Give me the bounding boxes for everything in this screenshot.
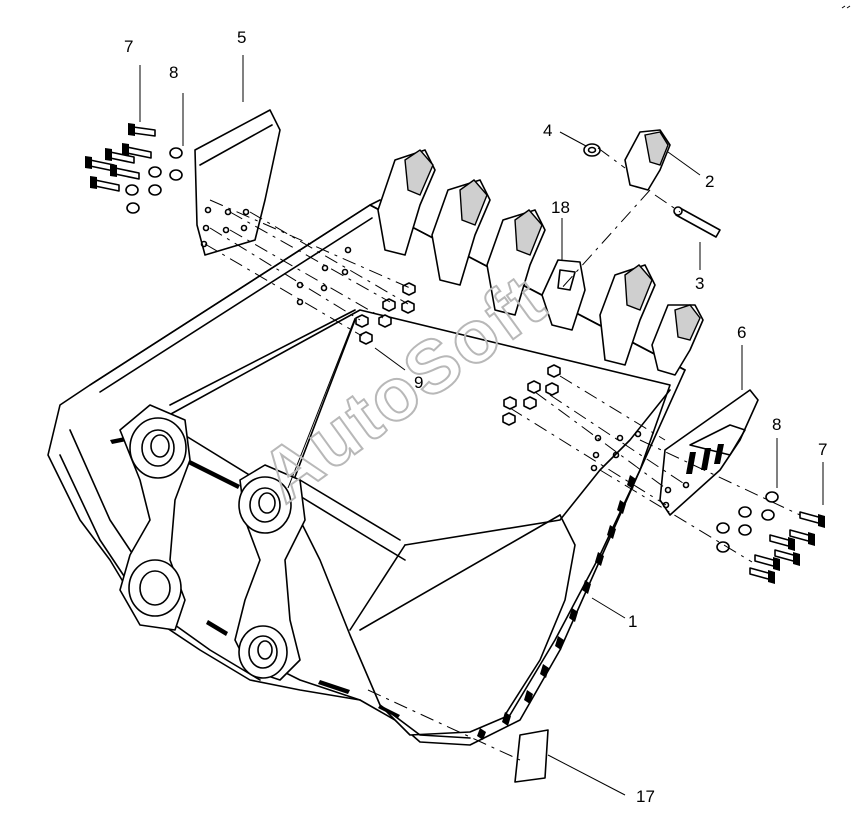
callout-9: 9 bbox=[414, 373, 423, 392]
bolts-left bbox=[85, 123, 183, 214]
callout-4: 4 bbox=[543, 121, 552, 140]
teeth-row bbox=[369, 149, 704, 376]
callout-7-right: 7 bbox=[818, 440, 827, 459]
linkage-brackets bbox=[119, 404, 306, 681]
nuts-9 bbox=[296, 246, 642, 472]
bolt bbox=[799, 511, 825, 528]
side-cutter-6 bbox=[659, 389, 759, 516]
boss-2 bbox=[128, 559, 182, 617]
callout-8-left: 8 bbox=[169, 63, 178, 82]
bolt bbox=[110, 164, 140, 180]
adapter-18 bbox=[541, 259, 586, 331]
bolt bbox=[789, 529, 815, 546]
bolt bbox=[754, 554, 780, 571]
callout-8-right: 8 bbox=[772, 415, 781, 434]
callout-18: 18 bbox=[551, 198, 570, 217]
callout-17: 17 bbox=[636, 787, 655, 806]
callout-2: 2 bbox=[705, 172, 714, 191]
tooth-point-2 bbox=[624, 129, 671, 191]
lock-washer-4 bbox=[583, 143, 601, 157]
bolt bbox=[749, 567, 775, 584]
bucket-body bbox=[47, 199, 686, 746]
bolt bbox=[105, 148, 135, 164]
callout-1: 1 bbox=[628, 612, 637, 631]
tooth bbox=[599, 264, 656, 366]
bolt bbox=[85, 156, 115, 172]
assembly-lines bbox=[204, 147, 801, 761]
plate-17 bbox=[514, 729, 549, 783]
bolt bbox=[769, 534, 795, 551]
tooth bbox=[431, 179, 491, 286]
callout-5: 5 bbox=[237, 28, 246, 47]
callout-3: 3 bbox=[695, 274, 704, 293]
leader-lines bbox=[139, 55, 824, 796]
tooth bbox=[486, 209, 546, 316]
bolt bbox=[128, 123, 156, 137]
callouts: 7 8 5 4 2 18 3 6 9 8 7 1 17 bbox=[124, 28, 827, 806]
callout-6: 6 bbox=[737, 323, 746, 342]
tooth bbox=[377, 149, 436, 256]
callout-7-left: 7 bbox=[124, 37, 133, 56]
bolt bbox=[774, 549, 800, 566]
boss-4 bbox=[238, 625, 288, 679]
bolts-right bbox=[716, 491, 825, 584]
corner-mark bbox=[841, 5, 851, 9]
pin-3 bbox=[673, 206, 721, 238]
boss-3 bbox=[238, 476, 292, 534]
bolt bbox=[122, 143, 152, 159]
boss-1 bbox=[129, 417, 187, 479]
bolt bbox=[90, 176, 120, 192]
side-cutter-5 bbox=[194, 109, 281, 256]
tooth bbox=[651, 304, 704, 376]
wear-strips bbox=[477, 475, 636, 740]
